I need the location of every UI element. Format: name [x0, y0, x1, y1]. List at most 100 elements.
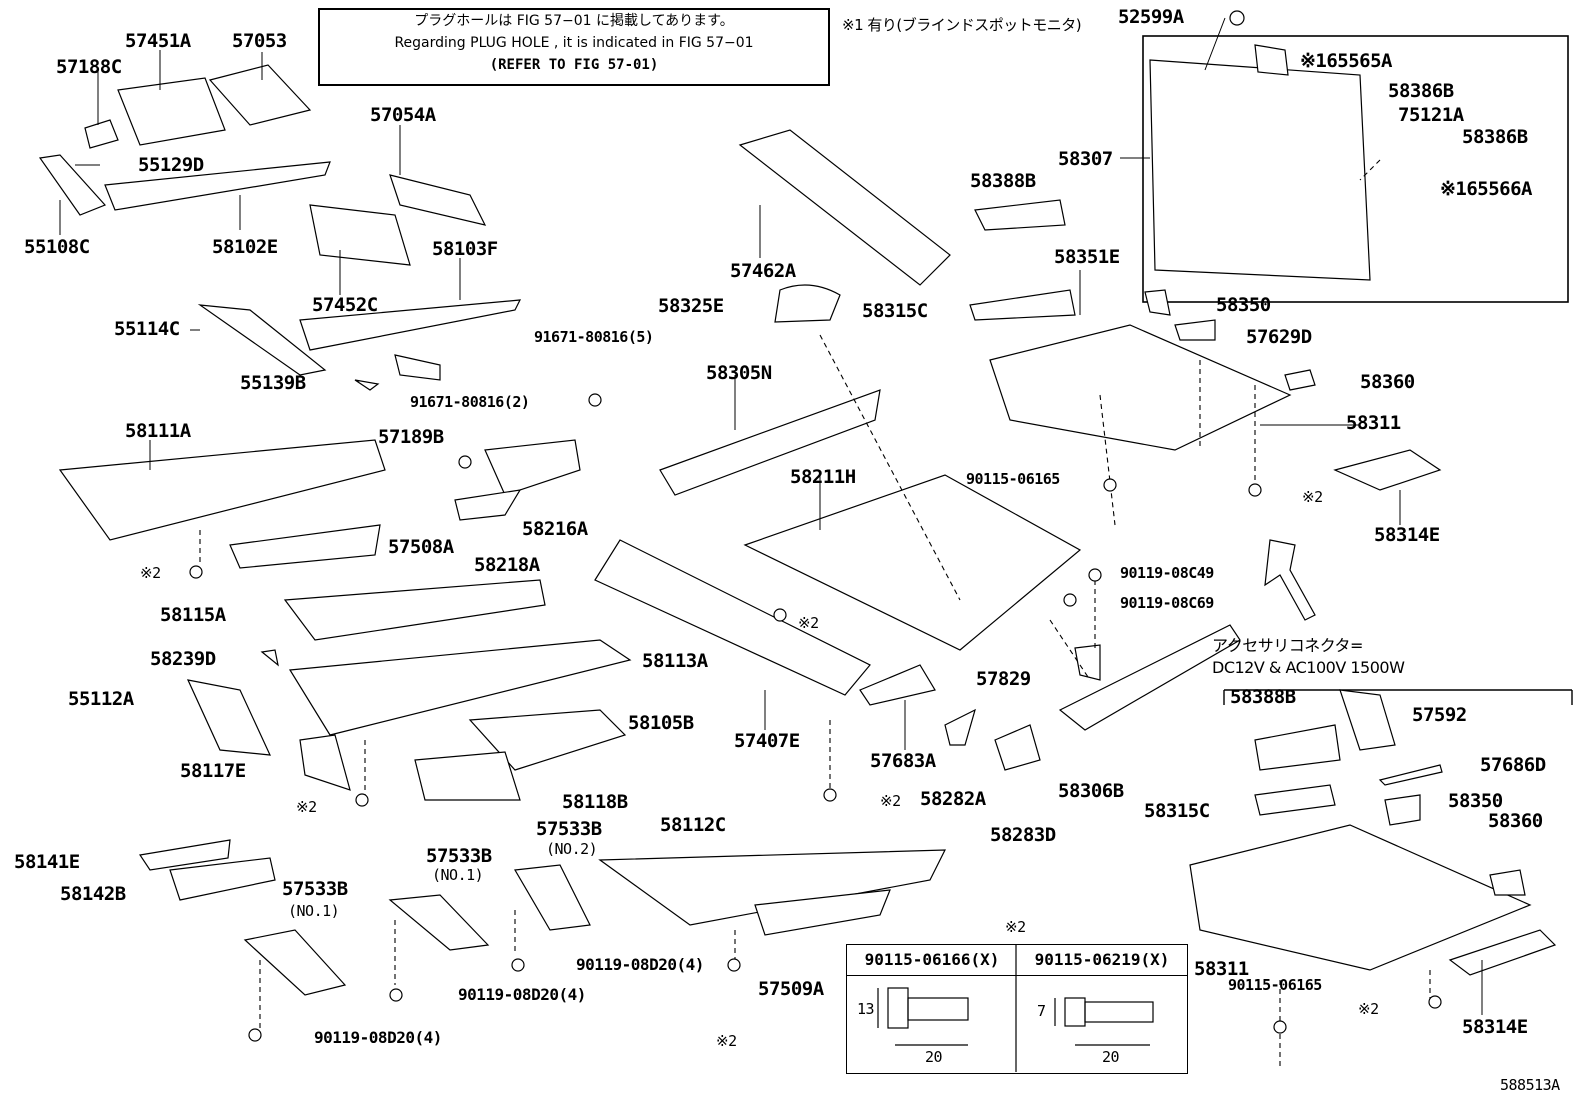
part-label: 58350	[1448, 790, 1503, 812]
part-label: 58105B	[628, 712, 694, 734]
part-label: 58216A	[522, 518, 588, 540]
part-label: 58350	[1216, 294, 1271, 316]
plug-hole-note: プラグホールは FIG 57−01 に掲載してあります。 Regarding P…	[318, 8, 830, 86]
figure-id: 588513A	[1500, 1076, 1560, 1094]
part-label: 58311	[1194, 958, 1249, 980]
part-label: 90119-08C49	[1120, 564, 1214, 582]
part-label: 58211H	[790, 466, 856, 488]
part-label: 58306B	[1058, 780, 1124, 802]
part-label: 57508A	[388, 536, 454, 558]
part-label: 57829	[976, 668, 1031, 690]
part-label: 52599A	[1118, 6, 1184, 28]
part-label: 58315C	[1144, 800, 1210, 822]
part-label: 91671-80816(2)	[410, 393, 530, 411]
part-label: 55108C	[24, 236, 90, 258]
part-label: ※165566A	[1440, 178, 1533, 200]
part-label: 58311	[1346, 412, 1401, 434]
part-label: 55139B	[240, 372, 306, 394]
part-label: 58314E	[1374, 524, 1440, 546]
part-label: 58305N	[706, 362, 772, 384]
part-label: 58111A	[125, 420, 191, 442]
accessory-note-1: アクセサリコネクタ=	[1212, 636, 1363, 655]
part-label: 57533B	[426, 845, 492, 867]
part-label: 57509A	[758, 978, 824, 1000]
part-sub-label: (NO.1)	[432, 866, 484, 884]
legend-col-2-header: 90115-06219(X)	[1017, 945, 1187, 976]
part-label: 58360	[1360, 371, 1415, 393]
part-label: 58388B	[1230, 686, 1296, 708]
part-label: 58239D	[150, 648, 216, 670]
part-label: ※165565A	[1300, 50, 1393, 72]
part-label: 57462A	[730, 260, 796, 282]
part-shapes	[38, 44, 1557, 996]
part-label: 58325E	[658, 295, 724, 317]
legend-col-2: 90115-06219(X)	[1017, 945, 1187, 1073]
dim-20-b: 20	[1102, 1048, 1120, 1066]
part-label: 58141E	[14, 851, 80, 873]
part-label: 57054A	[370, 104, 436, 126]
part-label: 90119-08D20(4)	[314, 1028, 442, 1047]
part-label: 90115-06165	[1228, 976, 1322, 994]
part-label: 58351E	[1054, 246, 1120, 268]
part-sub-label: (NO.1)	[288, 902, 340, 920]
legend-col-1-header: 90115-06166(X)	[847, 945, 1017, 976]
ref2-marker: ※2	[716, 1032, 737, 1050]
part-label: 57686D	[1480, 754, 1546, 776]
part-label: 57053	[232, 30, 287, 52]
blind-spot-note: ※1 有り(ブラインドスポットモニタ)	[842, 16, 1082, 34]
part-label: 57189B	[378, 426, 444, 448]
part-label: 58142B	[60, 883, 126, 905]
part-label: 58388B	[970, 170, 1036, 192]
bolt-legend: 90115-06166(X) 90115-06219(X)	[846, 944, 1188, 1074]
part-label: 57452C	[312, 294, 378, 316]
part-label: 75121A	[1398, 104, 1464, 126]
ref2-marker: ※2	[140, 564, 161, 582]
part-label: 57533B	[282, 878, 348, 900]
dim-13: 13	[857, 1000, 875, 1018]
part-label: 58113A	[642, 650, 708, 672]
part-label: 58307	[1058, 148, 1113, 170]
refer-note: (REFER TO FIG 57-01)	[489, 57, 659, 73]
part-label: 57592	[1412, 704, 1467, 726]
dim-7: 7	[1037, 1002, 1046, 1020]
part-label: 58314E	[1462, 1016, 1528, 1038]
part-label: 58115A	[160, 604, 226, 626]
part-label: 57683A	[870, 750, 936, 772]
part-label: 58103F	[432, 238, 498, 260]
ref2-marker: ※2	[798, 614, 819, 632]
part-label: 58118B	[562, 791, 628, 813]
plug-hole-note-jp: プラグホールは FIG 57−01 に掲載してあります。	[414, 13, 734, 29]
part-label: 58315C	[862, 300, 928, 322]
part-label: 90115-06165	[966, 470, 1060, 488]
ref2-marker: ※2	[1358, 1000, 1379, 1018]
part-label: 90119-08D20(4)	[576, 955, 704, 974]
part-label: 90119-08D20(4)	[458, 985, 586, 1004]
part-label: 90119-08C69	[1120, 594, 1214, 612]
legend-col-1: 90115-06166(X)	[847, 945, 1017, 1073]
part-label: 55129D	[138, 154, 204, 176]
part-label: 58112C	[660, 814, 726, 836]
part-label: 91671-80816(5)	[534, 328, 654, 346]
part-label: 55114C	[114, 318, 180, 340]
plug-hole-note-en: Regarding PLUG HOLE , it is indicated in…	[394, 35, 754, 51]
part-label: 58282A	[920, 788, 986, 810]
part-label: 57629D	[1246, 326, 1312, 348]
part-label: 58218A	[474, 554, 540, 576]
part-label: 57533B	[536, 818, 602, 840]
part-label: 55112A	[68, 688, 134, 710]
part-sub-label: (NO.2)	[546, 840, 598, 858]
part-label: 57407E	[734, 730, 800, 752]
part-label: 57451A	[125, 30, 191, 52]
part-label: 58283D	[990, 824, 1056, 846]
ref2-marker: ※2	[880, 792, 901, 810]
ref2-title: ※2	[1005, 918, 1026, 936]
part-label: 58102E	[212, 236, 278, 258]
part-label: 58117E	[180, 760, 246, 782]
part-label: 58386B	[1462, 126, 1528, 148]
accessory-note-2: DC12V & AC100V 1500W	[1212, 658, 1405, 677]
ref2-marker: ※2	[1302, 488, 1323, 506]
ref2-marker: ※2	[296, 798, 317, 816]
dim-20-a: 20	[925, 1048, 943, 1066]
